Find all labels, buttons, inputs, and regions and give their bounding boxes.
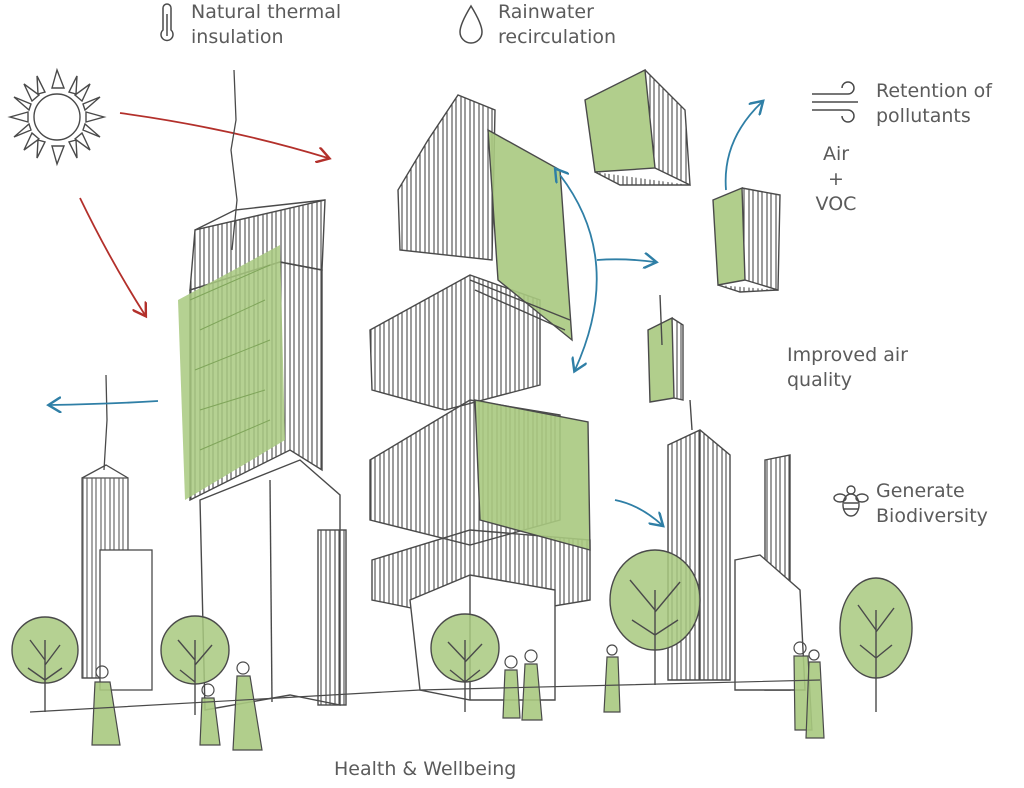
air-arrow-right xyxy=(596,259,655,262)
person xyxy=(502,655,521,719)
tower-left-back xyxy=(81,69,238,691)
floating-green-boxes xyxy=(584,68,781,403)
tree xyxy=(160,615,230,715)
tree xyxy=(609,549,701,685)
person xyxy=(199,683,221,746)
person xyxy=(91,665,121,746)
label-retention-of-pollutants: Retention of pollutants xyxy=(876,80,992,127)
air-arrow-left xyxy=(50,401,159,405)
person xyxy=(232,661,263,751)
label-health-wellbeing: Health & Wellbeing xyxy=(334,758,517,780)
tower-center xyxy=(369,94,591,701)
air-arrow-down-right xyxy=(614,499,662,525)
label-improved-air-quality: Improved air quality xyxy=(787,344,908,391)
ground-line xyxy=(29,679,821,713)
tower-left xyxy=(178,199,347,711)
label-natural-thermal-insulation: Natural thermal insulation xyxy=(191,1,342,48)
label-air-voc: Air + VOC xyxy=(815,143,857,215)
sun-icon xyxy=(7,67,107,167)
person xyxy=(521,649,543,721)
thermometer-icon xyxy=(160,3,174,42)
air-arrow-up xyxy=(724,102,762,191)
sun-ray-arrow-right xyxy=(119,112,328,158)
sun-ray-arrow-down xyxy=(79,197,145,315)
air-flow-arrows xyxy=(50,102,762,525)
water-drop-icon xyxy=(459,4,483,44)
green-wall-left xyxy=(178,245,285,500)
tree xyxy=(11,616,79,712)
tree xyxy=(430,613,500,712)
tree xyxy=(839,577,913,712)
green-wall-center-bottom xyxy=(474,399,591,551)
bee-icon xyxy=(833,485,869,517)
label-generate-biodiversity: Generate Biodiversity xyxy=(876,480,988,527)
label-rainwater-recirculation: Rainwater recirculation xyxy=(498,1,617,48)
person xyxy=(805,649,825,739)
people xyxy=(91,641,825,751)
trees xyxy=(11,549,913,715)
person xyxy=(603,644,621,713)
air-arrow-curve xyxy=(560,175,598,370)
wind-icon xyxy=(812,81,858,123)
